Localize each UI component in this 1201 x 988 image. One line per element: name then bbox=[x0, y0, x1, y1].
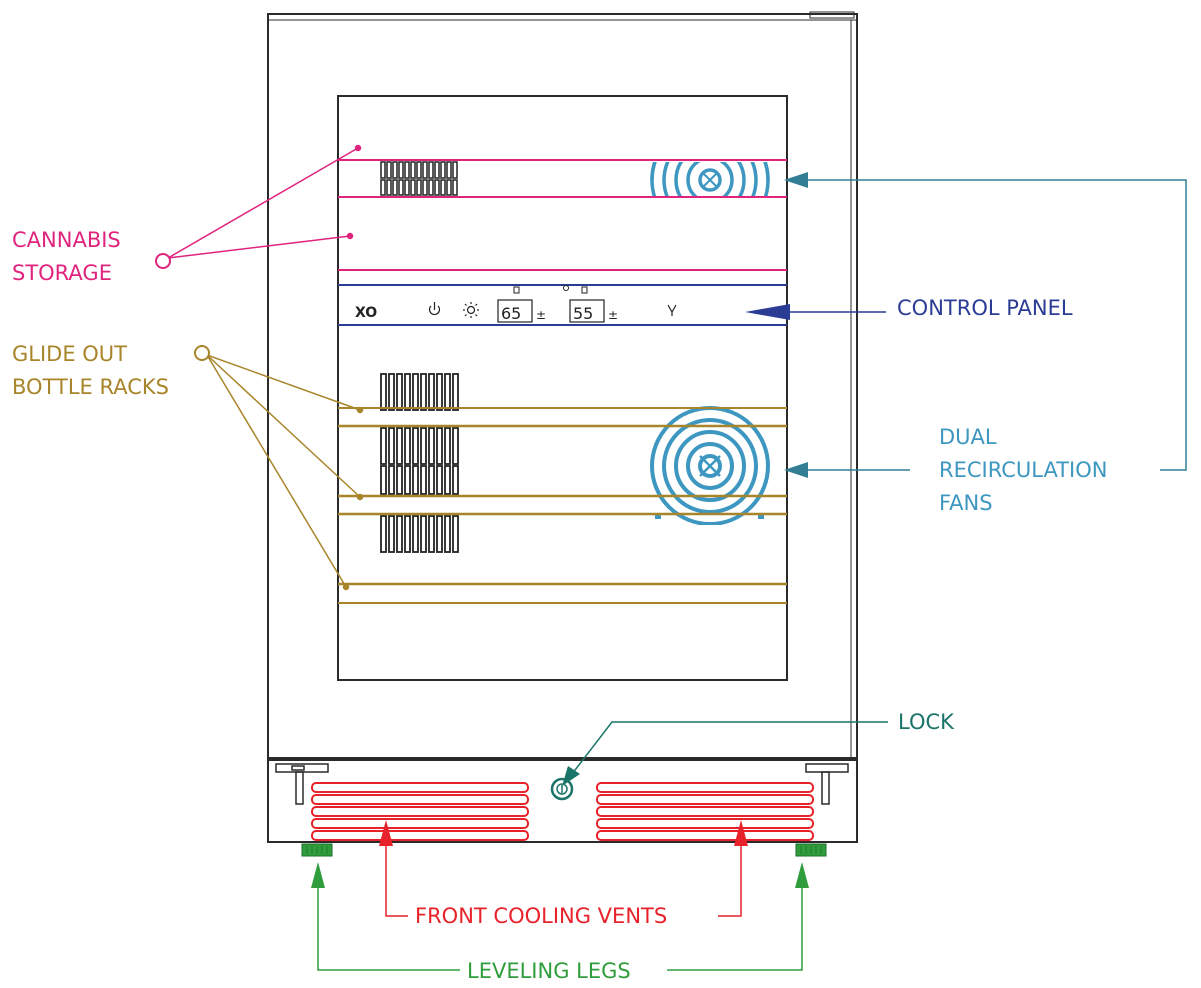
glide-out-racks bbox=[338, 407, 787, 604]
cannabis-storage-line-1: CANNABIS bbox=[12, 228, 121, 252]
lower-fan-feet bbox=[655, 514, 764, 519]
upper-vent-grille bbox=[380, 161, 458, 196]
fans-leader bbox=[784, 172, 1187, 478]
glide-out-bottle-racks-label: GLIDE OUT BOTTLE RACKS bbox=[12, 338, 169, 404]
door-frame-details bbox=[267, 759, 858, 843]
lower-vent-grille bbox=[380, 373, 459, 553]
fan-icon bbox=[667, 304, 677, 316]
cannabis-storage-line-2: STORAGE bbox=[12, 261, 112, 285]
upper-fan-rings bbox=[650, 162, 770, 196]
glide-leaders bbox=[194, 345, 364, 591]
light-icon bbox=[463, 302, 479, 318]
leveling-legs-label: LEVELING LEGS bbox=[467, 959, 631, 983]
lock-leader bbox=[562, 721, 888, 786]
glide-out-line-1: GLIDE OUT bbox=[12, 342, 128, 366]
dual-recirculation-fans-label: DUAL RECIRCULATION FANS bbox=[939, 421, 1107, 520]
lower-zone-temp: 55 bbox=[573, 304, 593, 323]
cannabis-drawers bbox=[338, 159, 787, 271]
cannabis-storage-label: CANNABIS STORAGE bbox=[12, 224, 121, 290]
control-panel-logo: XO bbox=[355, 305, 377, 321]
control-panel-label: CONTROL PANEL bbox=[897, 296, 1073, 320]
fans-line-2: RECIRCULATION bbox=[939, 458, 1108, 482]
cannabis-leaders bbox=[155, 144, 362, 269]
leveling-legs-leader bbox=[311, 862, 809, 971]
front-cooling-vents bbox=[311, 782, 814, 841]
cooling-vents-leader bbox=[379, 820, 748, 917]
control-panel: XO 65 ± 55 ± bbox=[338, 284, 787, 326]
lower-zone-adjust: ± bbox=[608, 308, 618, 322]
power-icon bbox=[428, 302, 441, 316]
lower-zone-indicator-icon bbox=[581, 286, 588, 294]
lock-label: LOCK bbox=[898, 710, 954, 734]
glide-out-line-2: BOTTLE RACKS bbox=[12, 375, 169, 399]
leg-feet-detail bbox=[306, 846, 822, 854]
lock-icon bbox=[550, 777, 574, 801]
upper-zone-display bbox=[497, 299, 533, 323]
sync-icon bbox=[563, 285, 569, 291]
upper-zone-adjust: ± bbox=[536, 308, 546, 322]
front-cooling-vents-label: FRONT COOLING VENTS bbox=[415, 904, 668, 928]
control-panel-leader bbox=[745, 304, 886, 320]
cabinet-outline bbox=[267, 11, 858, 760]
fans-line-1: DUAL bbox=[939, 425, 997, 449]
upper-zone-indicator-icon bbox=[513, 286, 520, 294]
upper-zone-temp: 65 bbox=[501, 304, 521, 323]
lower-zone-display bbox=[569, 299, 605, 323]
fans-line-3: FANS bbox=[939, 491, 993, 515]
upper-recirculation-fan bbox=[650, 162, 770, 192]
